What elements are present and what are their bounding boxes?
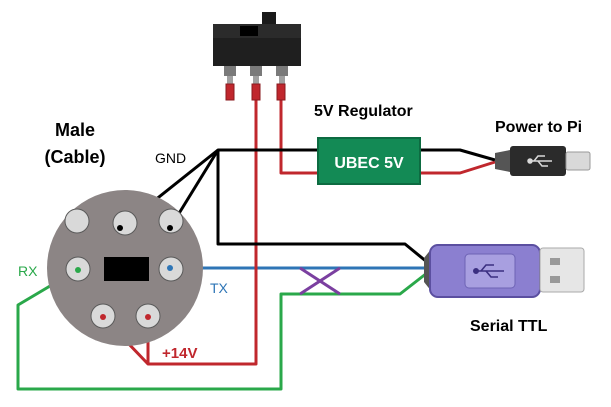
pin-dots (75, 225, 173, 320)
green-rx-wire (16, 268, 428, 391)
gnd-label: GND (155, 150, 186, 166)
serial-ttl-label: Serial TTL (470, 318, 548, 335)
regulator: UBEC 5V (317, 137, 421, 185)
pin-top-left (64, 208, 90, 234)
black-gnd-wire-3 (216, 150, 428, 264)
pin-top-mid (112, 210, 138, 236)
tx-label: TX (210, 280, 229, 296)
black-reg-out-wire (420, 148, 496, 162)
rx-label: RX (18, 263, 38, 279)
usb-icon (527, 155, 552, 167)
red-reg-out-wire (420, 160, 496, 175)
regulator-title: 5V Regulator (314, 103, 413, 120)
crossover-wire-b (299, 266, 341, 296)
usb-icon (472, 264, 504, 278)
serial-ttl-adapter (424, 244, 585, 298)
regulator-box-label: UBEC 5V (334, 155, 404, 172)
slide-switch-icon (213, 12, 301, 101)
pi-usb-plug (495, 146, 591, 176)
pin-top-right (158, 208, 184, 234)
v14-label: +14V (162, 345, 197, 362)
connector-title-line1: Male (55, 120, 95, 140)
connector-title-line2: (Cable) (44, 147, 105, 167)
power-to-pi-label: Power to Pi (495, 119, 582, 136)
connector-key (104, 257, 149, 281)
round-connector (47, 190, 203, 346)
regulator-box (317, 137, 421, 185)
red-reg-in-wire (279, 100, 320, 175)
